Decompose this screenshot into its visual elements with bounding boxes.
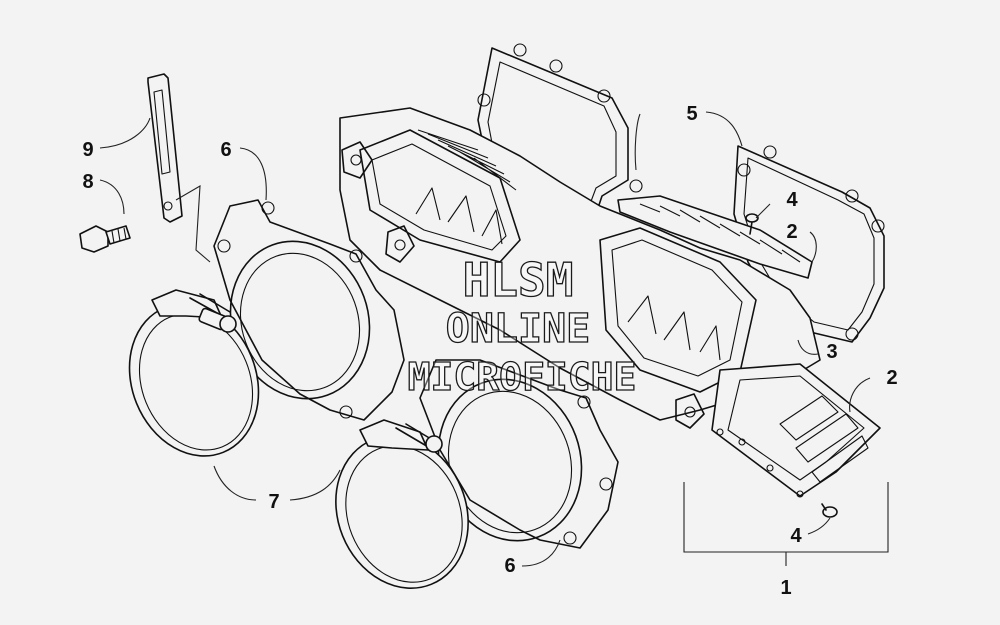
leader-lines [99,111,889,567]
intake-flange-upper-part-6 [213,199,405,421]
bolt-part-8 [79,225,131,253]
watermark: HLSM ONLINE MICROFICHE [407,252,637,399]
callout-6-upper: 6 [220,139,231,161]
watermark-line-2: ONLINE [446,306,591,352]
watermark-line-3: MICROFICHE [408,355,637,399]
plate-part-9 [147,73,183,223]
callout-5: 5 [686,103,697,125]
callout-2-lower: 2 [886,367,897,389]
callout-4-lower: 4 [790,525,802,547]
screw-lower-part-4 [821,503,838,518]
callout-1: 1 [780,577,791,599]
callout-4-upper: 4 [786,189,798,211]
screw-upper-part-4 [745,213,759,235]
reed-block-part-3 [339,107,821,429]
callout-labels: 1 2 2 3 4 4 5 6 6 7 8 9 [82,103,897,599]
clamp-upper-part-7 [128,289,260,457]
reed-plate-part-2 [711,363,881,498]
watermark-line-1: HLSM [463,253,574,307]
callout-7: 7 [268,491,279,513]
callout-8: 8 [82,171,93,193]
callout-3: 3 [826,341,837,363]
clamp-lower-part-7 [335,419,469,589]
callout-2-upper: 2 [786,221,797,243]
callout-6-lower: 6 [504,555,515,577]
callout-9: 9 [82,139,93,161]
